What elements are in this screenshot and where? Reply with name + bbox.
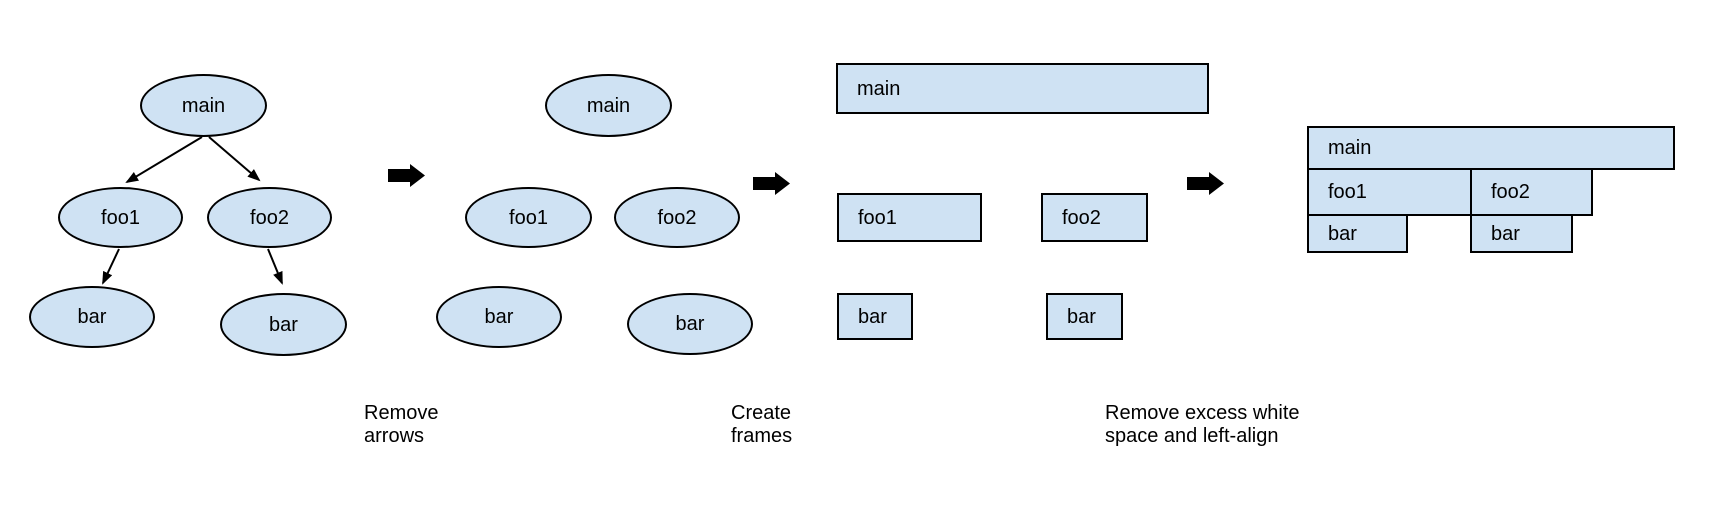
noarrows-node-foo2: foo2 [614, 187, 740, 248]
tree-node-foo2: foo2 [207, 187, 332, 248]
frame-bar-right: bar [1046, 293, 1123, 340]
flame-frame-bar-left: bar [1307, 214, 1408, 253]
tree-node-bar-right: bar [220, 293, 347, 356]
tree-node-bar-left: bar [29, 286, 155, 348]
node-label: foo2 [1491, 181, 1530, 203]
edge-foo1-to-bar [102, 248, 120, 285]
node-label: foo1 [509, 206, 548, 229]
node-label: foo1 [101, 206, 140, 229]
edge-foo2-to-bar [267, 248, 283, 285]
node-label: bar [1067, 305, 1096, 328]
flame-frame-bar-right: bar [1470, 214, 1573, 253]
caption-create-frames: Create frames [731, 402, 792, 448]
caption-line: space and left-align [1105, 425, 1279, 447]
node-label: main [857, 77, 901, 100]
edge-main-to-foo2 [208, 136, 261, 182]
node-label: bar [675, 313, 705, 335]
caption-remove-whitespace: Remove excess white space and left-align [1105, 402, 1300, 448]
node-label: main [1328, 137, 1372, 159]
frame-foo2: foo2 [1041, 193, 1148, 242]
node-label: bar [269, 313, 298, 336]
caption-line: Remove [364, 402, 439, 424]
flame-frame-main: main [1307, 126, 1675, 170]
step3-right-arrow-icon [1187, 172, 1224, 195]
node-label: bar [1328, 222, 1357, 245]
noarrows-node-main: main [545, 74, 672, 137]
flame-frame-foo2: foo2 [1470, 168, 1593, 216]
noarrows-node-bar-left: bar [436, 286, 562, 348]
node-label: foo1 [858, 206, 897, 229]
node-label: bar [77, 306, 107, 328]
caption-line: arrows [364, 425, 425, 447]
node-label: foo2 [657, 206, 697, 229]
node-label: main [181, 94, 226, 117]
frame-foo1: foo1 [837, 193, 982, 242]
node-label: bar [1491, 222, 1520, 245]
caption-line: frames [731, 425, 793, 447]
node-label: foo2 [250, 206, 289, 229]
step1-right-arrow-icon [388, 164, 425, 187]
tree-node-foo1: foo1 [58, 187, 183, 248]
tree-node-main: main [140, 74, 267, 137]
node-label: bar [858, 305, 887, 328]
edge-main-to-foo1 [125, 136, 203, 184]
node-label: bar [484, 306, 514, 328]
node-label: main [586, 94, 631, 117]
frame-main: main [836, 63, 1209, 114]
step2-right-arrow-icon [753, 172, 790, 195]
noarrows-node-bar-right: bar [627, 293, 753, 355]
node-label: foo1 [1328, 181, 1367, 203]
flame-frame-foo1: foo1 [1307, 168, 1472, 216]
caption-line: Remove excess white [1105, 402, 1300, 424]
frame-bar-left: bar [837, 293, 913, 340]
noarrows-node-foo1: foo1 [465, 187, 592, 248]
caption-remove-arrows: Remove arrows [364, 402, 438, 448]
caption-line: Create [731, 402, 792, 424]
node-label: foo2 [1062, 206, 1101, 229]
